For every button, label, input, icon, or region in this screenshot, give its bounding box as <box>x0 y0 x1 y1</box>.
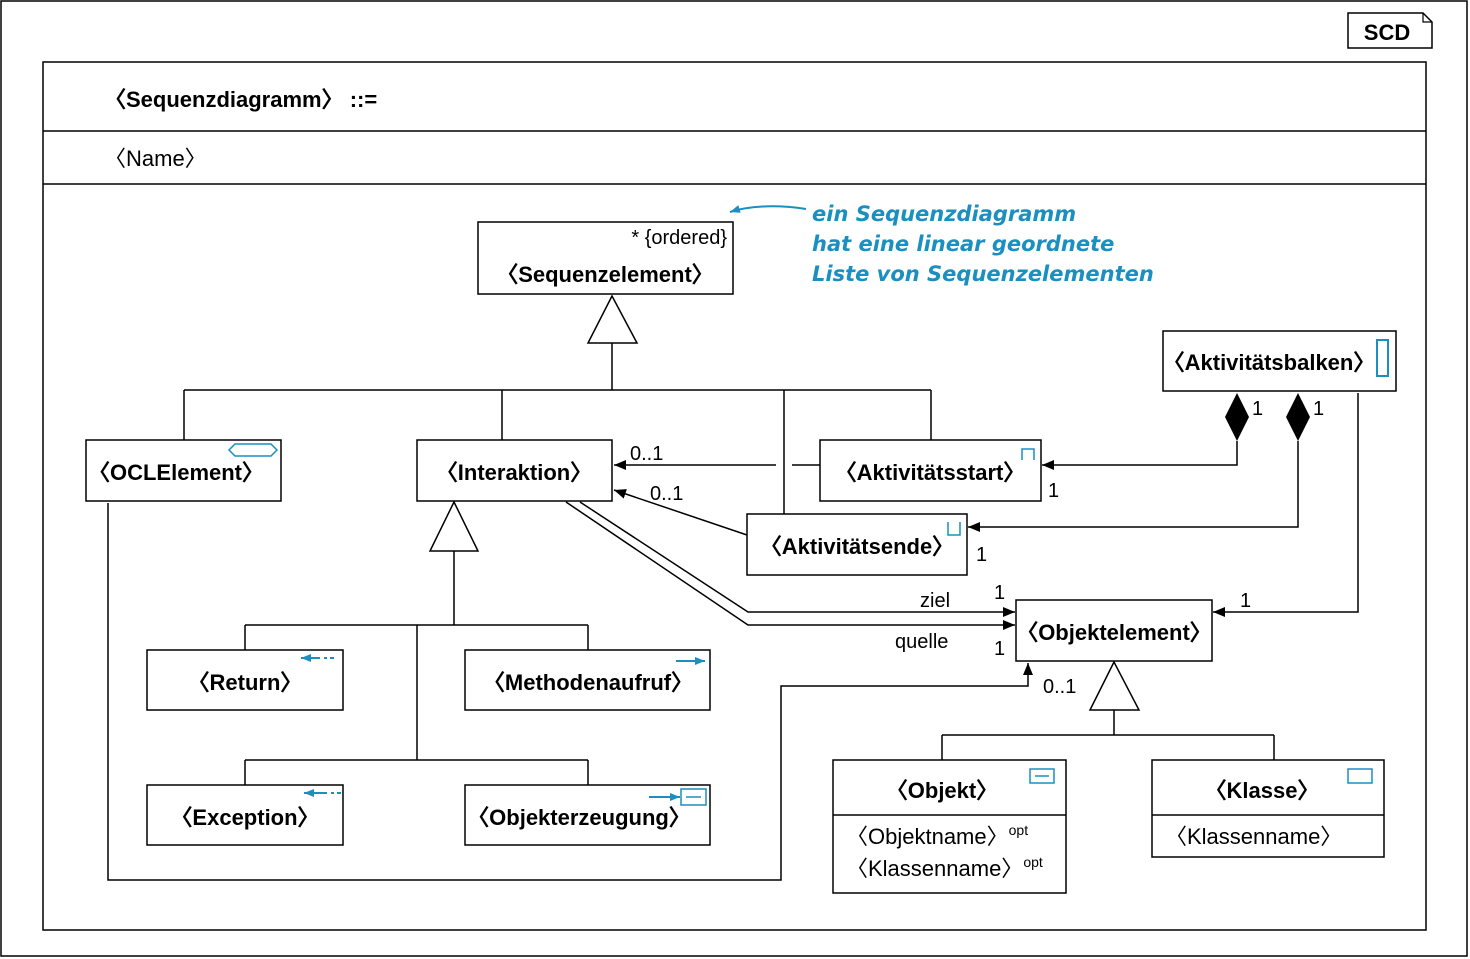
class-icon <box>1347 768 1373 784</box>
activation-end-icon <box>947 522 961 536</box>
objekt-label: 〈Objekt〉 <box>886 778 998 803</box>
scd-tag: SCD <box>1347 12 1433 49</box>
aktivitaetsbalken-label: 〈Aktivitätsbalken〉 <box>1163 350 1376 375</box>
balken-start-composition <box>1042 393 1249 470</box>
objektelement-label: 〈Objektelement〉 <box>1016 620 1212 645</box>
start-multiplicity: 1 <box>1048 480 1059 502</box>
page-title: 〈Sequenzdiagramm〉 ::= <box>104 87 377 112</box>
return-label: 〈Return〉 <box>188 670 303 695</box>
balken-objekt-multiplicity: 1 <box>1240 590 1251 612</box>
ocl-objekt-association <box>107 503 1033 881</box>
methodenaufruf-label: 〈Methodenaufruf〉 <box>483 670 693 695</box>
object-icon <box>1029 768 1055 784</box>
note-line-2: hat eine linear geordnete <box>812 232 1114 256</box>
klasse-label: 〈Klasse〉 <box>1205 778 1320 803</box>
class-oclelement[interactable]: 〈OCLElement〉 <box>85 439 282 502</box>
sequenzelement-label: 〈Sequenzelement〉 <box>496 262 714 287</box>
aktivitaetsstart-label: 〈Aktivitätsstart〉 <box>835 460 1026 485</box>
quelle-multiplicity: 1 <box>994 638 1005 660</box>
class-objektelement[interactable]: 〈Objektelement〉 <box>1015 599 1213 662</box>
ordered-note: ein Sequenzdiagramm hat eine linear geor… <box>729 202 1154 286</box>
class-interaktion[interactable]: 〈Interaktion〉 <box>416 439 613 502</box>
class-klasse[interactable]: 〈Klasse〉 〈Klassenname〉 <box>1151 759 1385 858</box>
objektelement-generalization <box>941 660 1275 760</box>
class-aktivitaetsende[interactable]: 〈Aktivitätsende〉 <box>746 513 968 576</box>
sequence-diagram-frame <box>42 61 1427 931</box>
object-creation-icon <box>649 788 707 806</box>
exception-label: 〈Exception〉 <box>170 805 319 830</box>
name-field: 〈Name〉 <box>104 146 207 171</box>
balken-start-multiplicity: 1 <box>1252 398 1263 420</box>
objekterzeugung-label: 〈Objekterzeugung〉 <box>467 805 691 830</box>
balken-ende-composition <box>968 393 1310 532</box>
class-aktivitaetsbalken[interactable]: 〈Aktivitätsbalken〉 <box>1162 330 1397 392</box>
sequenzelement-generalization <box>183 294 932 514</box>
objektname-text: 〈Objektname〉 <box>846 824 1009 849</box>
interaktion-generalization <box>244 500 589 785</box>
ende-multiplicity: 1 <box>976 544 987 566</box>
balken-ende-multiplicity: 1 <box>1313 398 1324 420</box>
class-sequenzelement[interactable]: * {ordered} 〈Sequenzelement〉 <box>477 221 734 295</box>
ziel-role: ziel <box>920 590 950 612</box>
klassenname-opt: opt <box>1023 854 1043 870</box>
interaktion-label: 〈Interaktion〉 <box>436 460 592 485</box>
quelle-role: quelle <box>895 631 948 653</box>
klasse-attribute-klassenname: 〈Klassenname〉 <box>1165 824 1342 849</box>
ziel-multiplicity: 1 <box>994 582 1005 604</box>
class-exception[interactable]: 〈Exception〉 <box>146 784 344 846</box>
objektname-opt: opt <box>1009 822 1029 838</box>
note-line-3: Liste von Sequenzelementen <box>812 262 1154 286</box>
objekt-attribute-objektname: 〈Objektname〉opt <box>846 822 1028 849</box>
activation-bar-icon <box>1376 339 1389 377</box>
class-objekt[interactable]: 〈Objekt〉 〈Objektname〉opt 〈Klassenname〉op… <box>832 759 1067 894</box>
ziel-association <box>579 501 1015 617</box>
ordered-constraint: * {ordered} <box>631 227 727 249</box>
quelle-association <box>565 501 1015 630</box>
class-methodenaufruf[interactable]: 〈Methodenaufruf〉 <box>464 649 711 711</box>
scd-tag-label: SCD <box>1364 20 1410 45</box>
ende-interaktion-multiplicity: 0..1 <box>650 483 683 505</box>
balken-objekt-association <box>1213 393 1359 617</box>
objekt-klassenname-text: 〈Klassenname〉 <box>846 856 1023 881</box>
activation-start-icon <box>1021 448 1035 460</box>
ende-interaktion-association <box>613 489 748 536</box>
ocl-objekt-multiplicity: 0..1 <box>1043 676 1076 698</box>
aktivitaetsende-label: 〈Aktivitätsende〉 <box>760 534 954 559</box>
class-aktivitaetsstart[interactable]: 〈Aktivitätsstart〉 <box>819 439 1042 502</box>
class-return[interactable]: 〈Return〉 <box>146 649 344 711</box>
class-objekterzeugung[interactable]: 〈Objekterzeugung〉 <box>464 784 711 846</box>
ocl-hexagon-icon <box>227 443 279 457</box>
oclelement-label: 〈OCLElement〉 <box>88 460 264 485</box>
objekt-attribute-klassenname: 〈Klassenname〉opt <box>846 854 1043 881</box>
note-line-1: ein Sequenzdiagramm <box>812 202 1076 226</box>
start-interaktion-multiplicity: 0..1 <box>630 443 663 465</box>
